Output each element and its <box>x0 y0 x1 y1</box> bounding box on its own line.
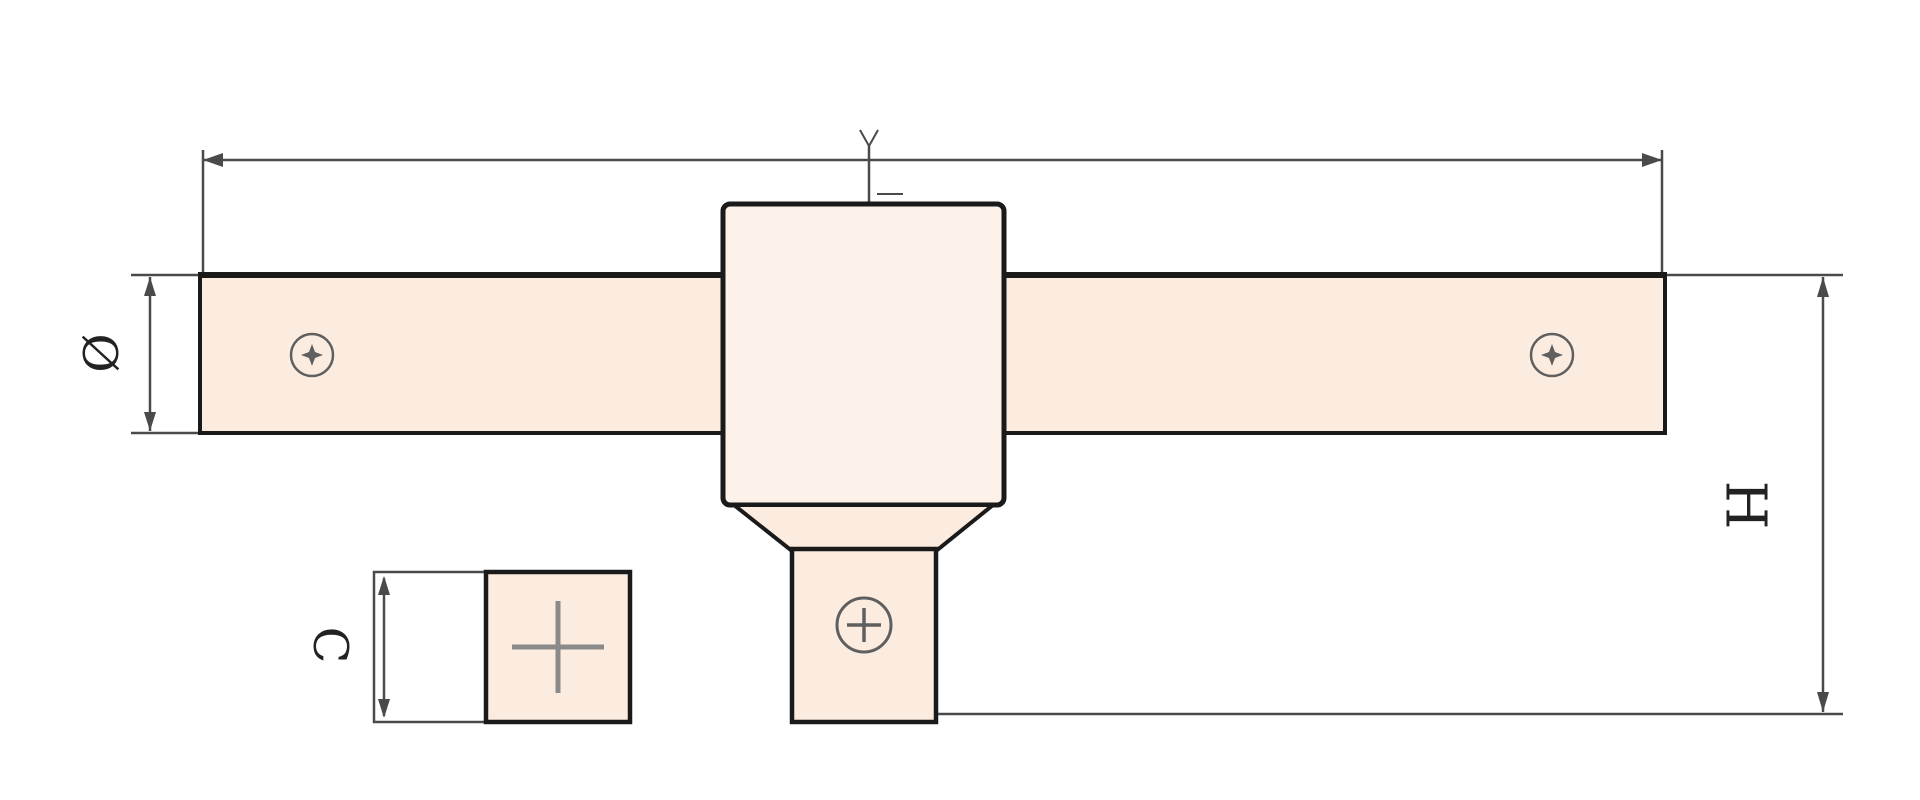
screw-head-icon <box>289 332 335 378</box>
section-dimension: C <box>302 576 390 718</box>
arrow-up-icon <box>1817 277 1829 297</box>
left-dimension: Ø <box>71 273 199 435</box>
section-detail: C <box>302 569 633 725</box>
center-mark-right <box>868 129 879 147</box>
top-dimension <box>201 129 1664 272</box>
phillips-star-icon <box>301 344 323 366</box>
bar-screw-left <box>289 332 335 378</box>
screw-head-icon <box>835 596 893 654</box>
arrow-up-icon <box>144 277 156 296</box>
stem <box>728 503 999 725</box>
stem-screw <box>835 596 893 654</box>
arrow-left-icon <box>203 153 223 167</box>
screw-head-icon <box>1529 332 1575 378</box>
height-dimension: H <box>938 273 1843 716</box>
arrow-down-icon <box>144 412 156 431</box>
center-block <box>720 201 1007 508</box>
phillips-star-icon <box>1541 344 1563 366</box>
arrow-up-icon <box>378 576 390 595</box>
diameter-symbol: Ø <box>71 333 127 372</box>
stem-taper <box>728 503 999 553</box>
center-mark-left <box>859 129 870 147</box>
arrow-down-icon <box>1817 692 1829 712</box>
bar-screw-right <box>1529 332 1575 378</box>
arrow-down-icon <box>378 699 390 718</box>
section-label: C <box>302 627 358 664</box>
height-label: H <box>1713 481 1778 530</box>
arrow-right-icon <box>1642 153 1662 167</box>
center-block-body <box>720 201 1007 508</box>
